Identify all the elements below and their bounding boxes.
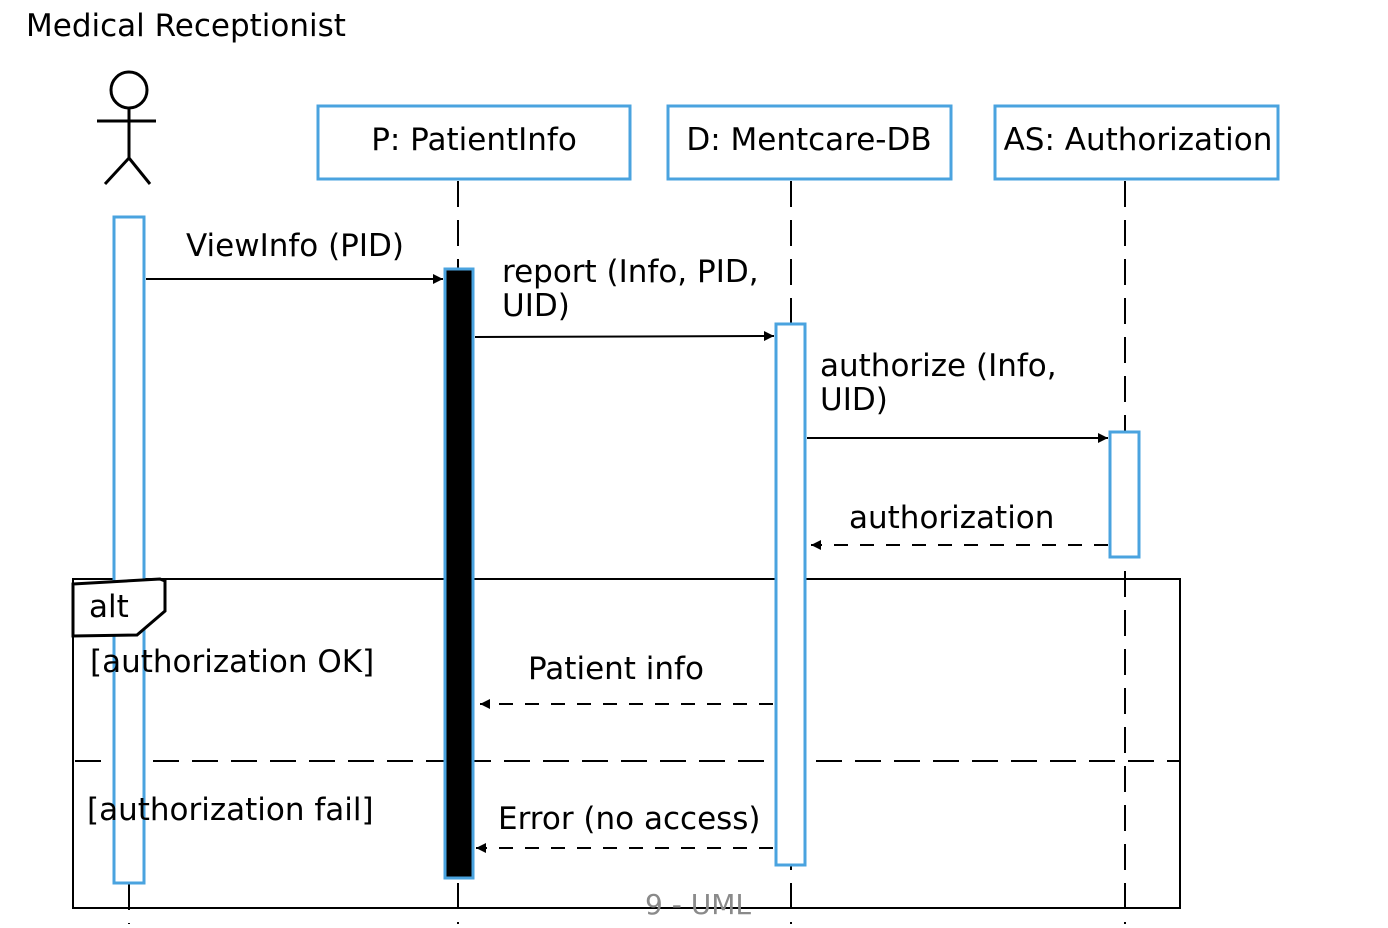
activation-bar-patientinfo: [443, 267, 475, 880]
message-patient-info-return-label: Patient info: [528, 651, 704, 687]
actor-label: Medical Receptionist: [26, 8, 346, 44]
guard-authorization-ok: [authorization OK]: [90, 644, 374, 680]
message-report-label-line1: report (Info, PID,: [502, 254, 759, 290]
activation-bar-actor: [112, 215, 146, 885]
lifeline-label-authorization: AS: Authorization: [1004, 122, 1273, 158]
guard-authorization-fail: [authorization fail]: [87, 792, 374, 828]
lifeline-label-patientinfo: P: PatientInfo: [371, 122, 577, 158]
message-report: report (Info, PID, UID): [474, 254, 775, 342]
message-viewinfo: ViewInfo (PID): [146, 228, 443, 284]
message-error-return: Error (no access): [476, 801, 773, 853]
lifeline-label-mentcare-db: D: Mentcare-DB: [686, 122, 931, 158]
alt-operator-label: alt: [89, 589, 129, 625]
alt-operator-tab: alt: [71, 577, 167, 638]
slide-footer: 9 - UML: [645, 888, 751, 921]
message-authorize-label-line2: UID): [820, 382, 888, 418]
lifeline-header-authorization: AS: Authorization: [993, 104, 1280, 181]
message-authorize-label-line1: authorize (Info,: [820, 348, 1057, 384]
message-authorization-return-label: authorization: [849, 500, 1054, 536]
actor-stick-figure-icon: [97, 70, 156, 186]
message-patient-info-return: Patient info: [480, 651, 773, 709]
activation-bar-mentcare-db: [774, 322, 807, 867]
message-viewinfo-label: ViewInfo (PID): [186, 228, 404, 264]
message-report-label-line2: UID): [502, 288, 570, 324]
activation-bar-authorization: [1108, 430, 1141, 559]
lifeline-header-mentcare-db: D: Mentcare-DB: [666, 104, 953, 181]
message-authorize: authorize (Info, UID): [807, 348, 1108, 443]
message-authorization-return: authorization: [811, 500, 1108, 550]
alt-fragment-frame: [72, 578, 1181, 909]
lifeline-header-patientinfo: P: PatientInfo: [316, 104, 632, 181]
message-error-return-label: Error (no access): [498, 801, 761, 837]
